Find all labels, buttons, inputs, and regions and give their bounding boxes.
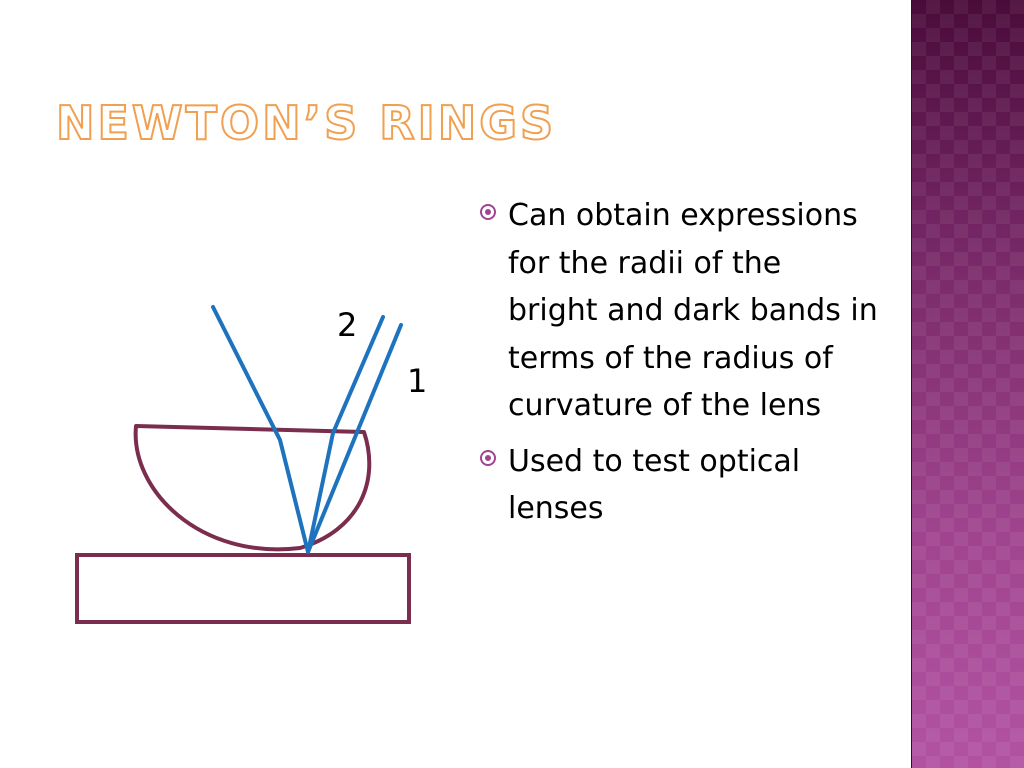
bullet-circle-icon bbox=[480, 204, 496, 220]
newtons-rings-diagram: 2 1 bbox=[75, 305, 427, 624]
bullet-text: Can obtain expressions for the radii of … bbox=[508, 198, 878, 423]
bullet-list: Can obtain expressions for the radii of … bbox=[480, 192, 880, 541]
incident-ray bbox=[211, 305, 310, 554]
plano-convex-lens bbox=[133, 424, 372, 552]
bullet-circle-icon bbox=[480, 449, 496, 466]
ray-label-1: 1 bbox=[407, 362, 427, 400]
bullet-item: Used to test optical lenses bbox=[480, 438, 880, 533]
bullet-item: Can obtain expressions for the radii of … bbox=[480, 192, 880, 430]
reflected-ray-1 bbox=[306, 323, 403, 554]
bullet-text: Used to test optical lenses bbox=[508, 443, 801, 527]
glass-plate bbox=[75, 553, 411, 624]
slide-title: NEWTON’S RINGS bbox=[55, 96, 557, 150]
decorative-side-band bbox=[912, 0, 1024, 768]
ray-label-2: 2 bbox=[337, 306, 357, 344]
reflected-ray-2 bbox=[306, 315, 385, 554]
